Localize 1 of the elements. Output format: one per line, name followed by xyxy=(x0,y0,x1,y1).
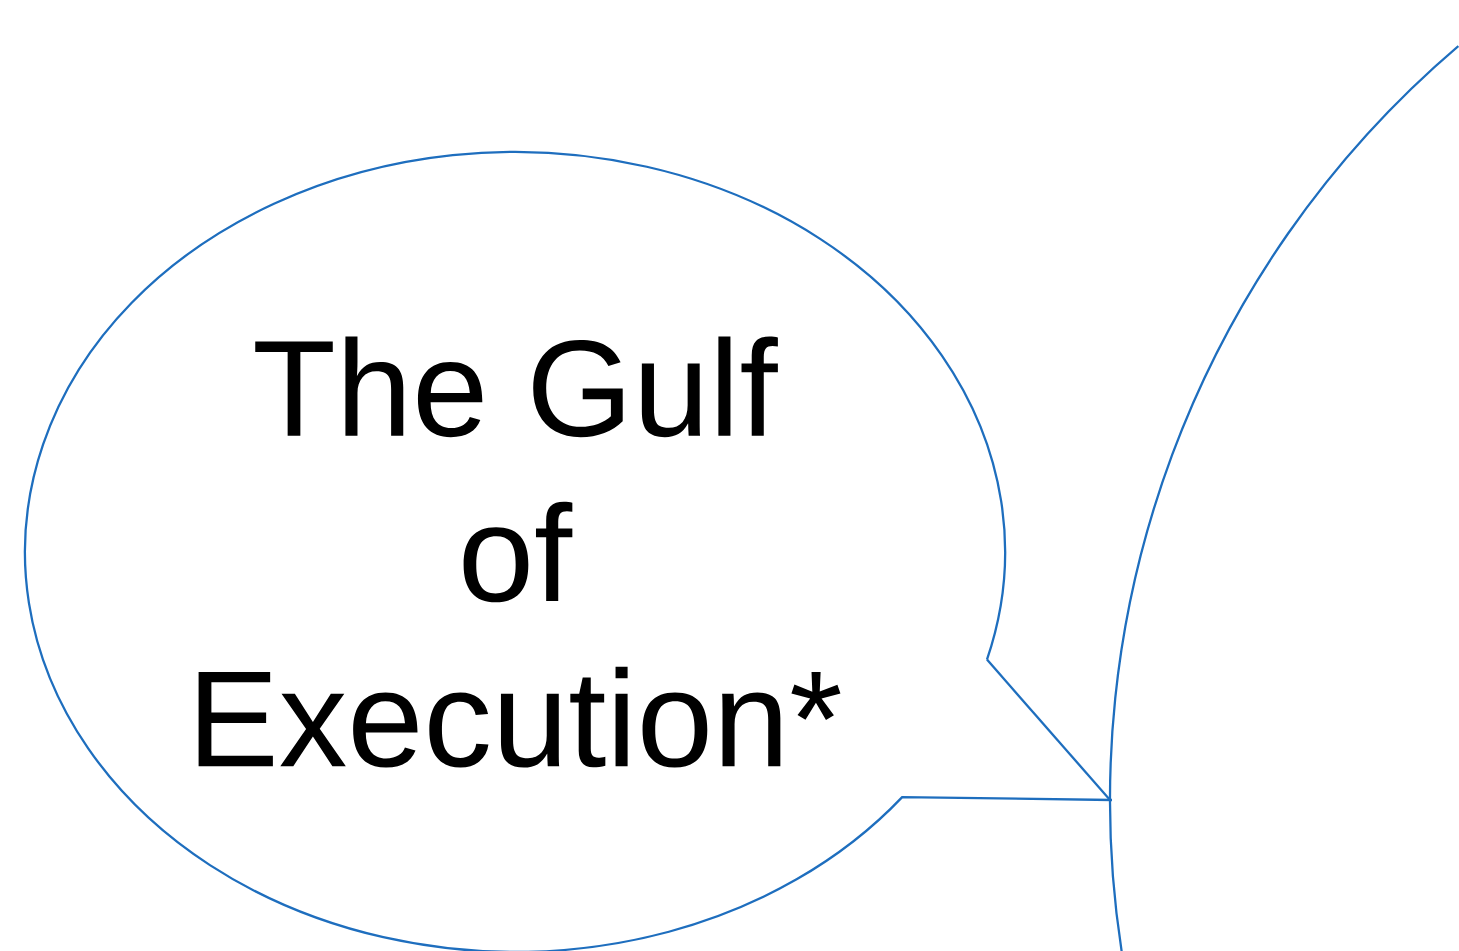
speech-bubble: The Gulf of Execution* xyxy=(24,150,1113,951)
